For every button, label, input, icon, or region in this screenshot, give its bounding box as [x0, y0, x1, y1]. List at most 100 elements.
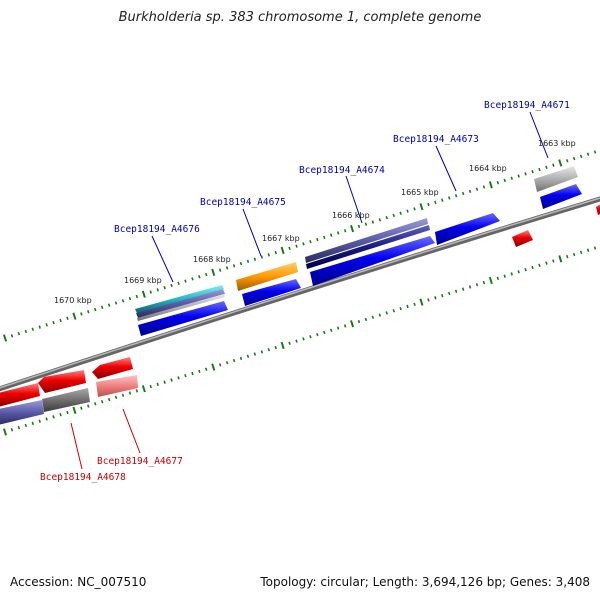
outer-tick [538, 167, 541, 172]
gene-label-a4674[interactable]: Bcep18194_A4674 [299, 165, 385, 176]
outer-tick [323, 235, 326, 240]
leader-a4673 [435, 145, 457, 192]
outer-tick [17, 331, 21, 336]
inner-tick [94, 402, 97, 406]
inner-tick [579, 250, 583, 255]
feature-a4677-pink[interactable] [96, 375, 138, 397]
cds-reverse-left-3[interactable] [92, 357, 133, 379]
feature-a4676-slate[interactable] [136, 289, 225, 318]
outer-tick [100, 305, 104, 310]
inner-tick [141, 385, 146, 393]
outer-tick [295, 244, 298, 248]
feature-a4671-grey[interactable] [534, 166, 578, 192]
outer-tick [94, 307, 97, 312]
inner-tick [538, 263, 541, 267]
genome-summary-text: Topology: circular; Length: 3,694,126 bp… [260, 575, 590, 589]
outer-tick [566, 159, 569, 163]
inner-tick [184, 374, 187, 378]
outer-tick [31, 327, 34, 331]
inner-tick [80, 406, 83, 410]
cds-a4676[interactable] [138, 301, 228, 336]
inner-tick [343, 324, 347, 328]
cds-reverse-small[interactable] [512, 230, 533, 247]
inner-tick [274, 345, 277, 350]
feature-a4674-slate[interactable] [305, 218, 428, 263]
gene-label-a4676[interactable]: Bcep18194_A4676 [114, 224, 200, 235]
outer-tick [378, 218, 382, 222]
inner-tick [253, 352, 257, 356]
cds-a4671[interactable] [540, 184, 582, 209]
inner-tick [260, 350, 264, 354]
inner-tick [280, 341, 285, 350]
outer-tick [274, 250, 277, 255]
outer-tick [399, 211, 402, 215]
chromosome-backbone-highlight [0, 197, 600, 389]
outer-tick [198, 275, 201, 279]
outer-tick [218, 268, 222, 272]
outer-tick [52, 321, 55, 325]
outer-tick [45, 323, 48, 327]
outer-tick [128, 296, 132, 301]
gene-label-a4677[interactable]: Bcep18194_A4677 [97, 456, 183, 467]
inner-tick [211, 363, 216, 371]
inner-tick [163, 380, 166, 384]
inner-tick [461, 287, 465, 291]
feature-a4675-orange[interactable] [236, 262, 298, 291]
inner-tick [107, 397, 111, 402]
inner-tick [288, 341, 291, 345]
inner-tick [31, 421, 34, 426]
inner-tick [350, 320, 355, 328]
inner-tick [330, 328, 333, 332]
cds-a4674[interactable] [310, 236, 435, 286]
outer-tick [330, 233, 333, 237]
cds-reverse-left-2[interactable] [38, 370, 86, 393]
feature-a4678-grey[interactable] [42, 388, 90, 412]
feature-a4674-navy[interactable] [306, 225, 430, 269]
cds-a4673[interactable] [435, 213, 500, 245]
inner-tick [17, 425, 21, 430]
outer-tick [371, 220, 375, 224]
map-title: Burkholderia sp. 383 chromosome 1, compl… [118, 10, 482, 25]
inner-tick [517, 270, 520, 274]
inner-tick [434, 296, 437, 300]
outer-tick [441, 198, 444, 202]
gene-label-a4671[interactable]: Bcep18194_A4671 [484, 100, 570, 111]
gene-label-a4675[interactable]: Bcep18194_A4675 [200, 197, 286, 208]
inner-tick [496, 276, 500, 280]
outer-tick [579, 154, 583, 159]
outer-tick [419, 203, 424, 211]
outer-tick [170, 283, 173, 288]
inner-tick [267, 348, 270, 352]
outer-tick [586, 152, 590, 156]
outer-tick [205, 272, 208, 277]
inner-tick [45, 417, 48, 421]
feature-a4676-teal[interactable] [135, 285, 224, 313]
inner-tick [419, 298, 424, 306]
outer-tick [184, 279, 187, 283]
inner-tick [232, 358, 236, 363]
gene-label-a4678[interactable]: Bcep18194_A4678 [40, 472, 126, 483]
cds-reverse-left-1[interactable] [0, 383, 40, 407]
feature-a4676-grey[interactable] [137, 294, 225, 321]
inner-tick [558, 255, 563, 263]
leader-a4677 [122, 408, 141, 454]
outer-tick [246, 259, 250, 264]
inner-tick [52, 415, 55, 419]
scale-label-1670: 1670 kbp [54, 296, 92, 305]
inner-tick [3, 428, 7, 436]
outer-tick [191, 277, 194, 281]
feature-slate-left[interactable] [0, 400, 44, 425]
cds-a4675[interactable] [242, 279, 301, 306]
inner-tick [24, 423, 28, 428]
inner-tick [364, 317, 368, 322]
inner-tick [205, 367, 208, 371]
inner-tick [413, 302, 416, 306]
gene-label-a4673[interactable]: Bcep18194_A4673 [393, 134, 479, 145]
inner-tick [295, 339, 298, 343]
leader-a4671 [529, 111, 549, 159]
outer-tick [336, 231, 340, 235]
cds-partial-right[interactable] [596, 203, 600, 215]
scale-label-1666: 1666 kbp [332, 211, 370, 220]
inner-tick [149, 384, 152, 389]
outer-tick [531, 170, 534, 174]
